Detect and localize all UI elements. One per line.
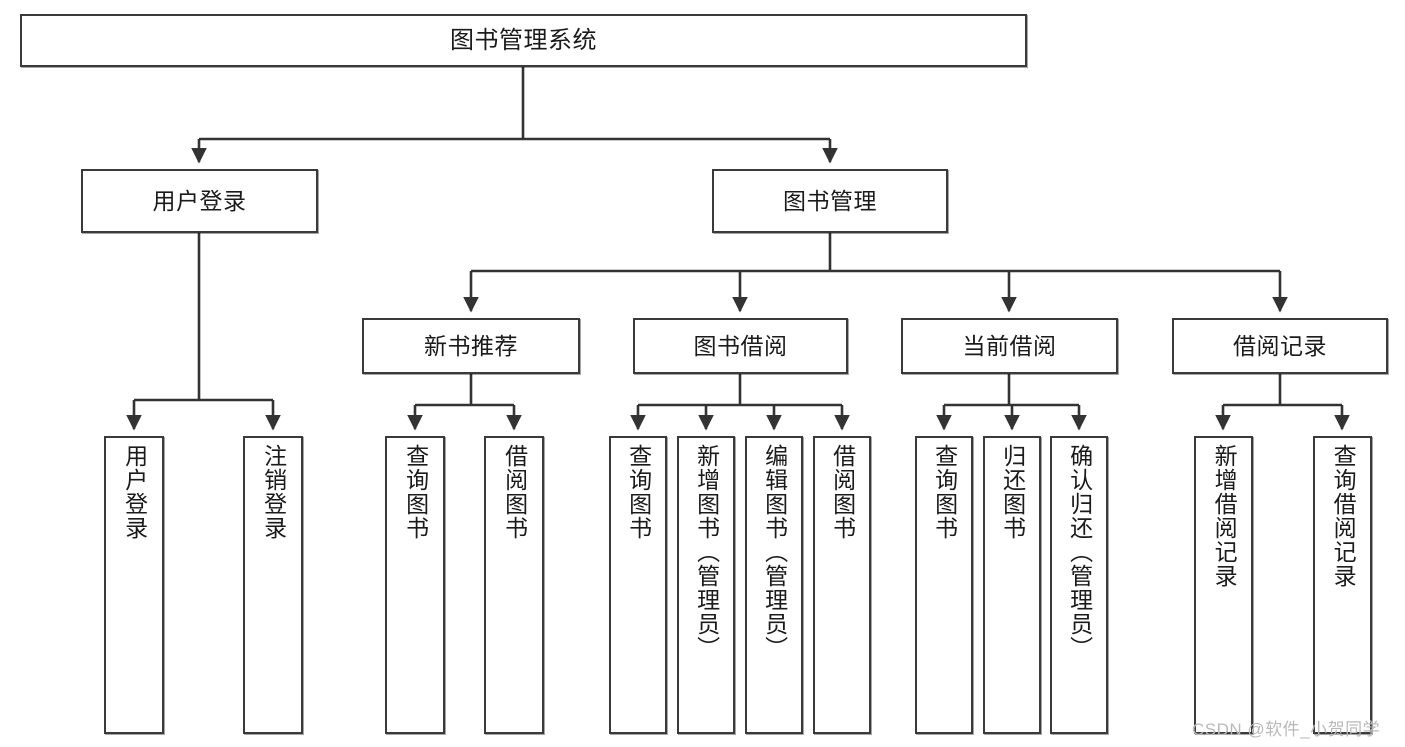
node-user-login[interactable]: 用户登录 [81, 169, 318, 233]
leaf-query-book-3-label: 查询图书 [931, 444, 958, 540]
leaf-query-borrow-record-label: 查询借阅记录 [1330, 444, 1357, 588]
leaf-logout[interactable]: 注销登录 [243, 436, 303, 734]
leaf-edit-book[interactable]: 编辑图书（管理员） [745, 436, 803, 734]
node-user-login-label: 用户登录 [152, 187, 247, 214]
leaf-return-book[interactable]: 归还图书 [983, 436, 1041, 734]
node-borrow-record-label: 借阅记录 [1233, 332, 1327, 359]
leaf-query-book-2-label: 查询图书 [625, 444, 652, 540]
leaf-borrow-book-1-label: 借阅图书 [501, 444, 528, 540]
node-root-label: 图书管理系统 [450, 26, 597, 54]
leaf-borrow-book-2-label: 借阅图书 [829, 444, 856, 540]
leaf-add-book-label: 新增图书（管理员） [693, 444, 720, 660]
leaf-borrow-book-1[interactable]: 借阅图书 [484, 436, 544, 734]
node-root[interactable]: 图书管理系统 [20, 14, 1027, 67]
node-book-manage-label: 图书管理 [783, 187, 877, 214]
leaf-add-borrow-record-label: 新增借阅记录 [1211, 444, 1238, 588]
node-new-book-recommend[interactable]: 新书推荐 [362, 318, 580, 374]
leaf-add-borrow-record[interactable]: 新增借阅记录 [1194, 436, 1253, 734]
leaf-user-login-label: 用户登录 [121, 444, 148, 540]
csdn-watermark: CSDN @软件_小贺同学 [1192, 720, 1381, 739]
leaf-add-book[interactable]: 新增图书（管理员） [677, 436, 735, 734]
leaf-query-borrow-record[interactable]: 查询借阅记录 [1313, 436, 1372, 734]
leaf-confirm-return[interactable]: 确认归还（管理员） [1050, 436, 1108, 734]
leaf-return-book-label: 归还图书 [999, 444, 1026, 540]
leaf-logout-label: 注销登录 [260, 444, 287, 540]
leaf-user-login[interactable]: 用户登录 [104, 436, 164, 734]
node-book-manage[interactable]: 图书管理 [712, 169, 948, 233]
node-book-borrow-label: 图书借阅 [693, 332, 788, 359]
node-borrow-record[interactable]: 借阅记录 [1172, 318, 1388, 374]
leaf-query-book-3[interactable]: 查询图书 [915, 436, 973, 734]
leaf-borrow-book-2[interactable]: 借阅图书 [813, 436, 871, 734]
leaf-confirm-return-label: 确认归还（管理员） [1066, 444, 1093, 660]
node-current-borrow-label: 当前借阅 [962, 332, 1057, 359]
leaf-query-book-1[interactable]: 查询图书 [385, 436, 445, 734]
node-new-book-recommend-label: 新书推荐 [424, 332, 518, 359]
leaf-edit-book-label: 编辑图书（管理员） [761, 444, 788, 660]
node-book-borrow[interactable]: 图书借阅 [633, 318, 848, 374]
node-current-borrow[interactable]: 当前借阅 [901, 318, 1118, 374]
leaf-query-book-1-label: 查询图书 [402, 444, 429, 540]
leaf-query-book-2[interactable]: 查询图书 [609, 436, 667, 734]
